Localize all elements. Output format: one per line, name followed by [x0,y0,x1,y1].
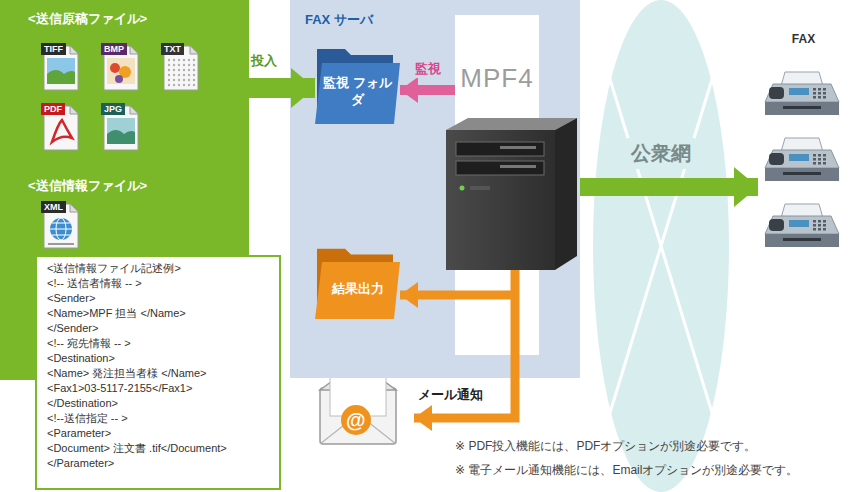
fax-machine-icon [765,138,839,181]
mpf4-column-text: MPF4 [459,63,535,94]
code-example-box-text: <Parameter> [47,426,269,441]
note-text: ※ PDF投入機能には、PDFオプションが別途必要です。 [455,438,756,455]
result-arrow-stem [414,268,515,418]
code-example-box-text: <Fax1>03-5117-2155</Fax1> [47,381,269,396]
flow-arrow [400,291,455,300]
code-example-box-text: </Sender> [47,321,269,336]
code-example-box-text: </Destination> [47,396,269,411]
file-icon-text: TXT [161,43,184,55]
fax-machines: FAX [758,28,849,268]
file-icon-text: JPG [101,103,125,115]
mail-notify-label: メール通知 [418,386,483,404]
result-folder-text: 結果出力 [332,280,384,298]
flow-arrow [249,78,315,98]
email-at-symbol: @ [346,409,366,432]
flow-arrow [400,85,455,95]
code-example-box-text: <!-- 宛先情報 -- > [47,336,269,351]
server-tower [446,118,577,270]
fax-machine-icon [765,204,839,247]
file-icon: XML [38,196,84,250]
code-example-box-text: <!-- 送信者情報 -- > [47,276,269,291]
file-icon: TXT [158,38,204,92]
fax-server-panel-text: FAX サーバ [305,11,373,29]
file-icon: BMP [98,38,144,92]
input-panel-text: <送信原稿ファイル> [28,10,239,28]
code-example-box-text: <Name> 発注担当者様 </Name> [47,366,269,381]
file-icon-text: XML [41,201,66,213]
flow-arrow [580,178,758,196]
result-folder: 結果出力 [315,245,400,320]
public-network: 公衆網 [592,0,730,492]
watch-folder: 監視 フォルダ [315,45,400,125]
watch-folder-text: 監視 フォルダ [323,74,393,108]
code-example-box-text: <Document> 注文書 .tif</Document> [47,441,269,456]
file-icon: PDF [38,98,84,152]
public-network-shape [592,0,730,492]
file-icon: TIFF [38,38,84,92]
input-panel-text: <送信情報ファイル> [28,177,239,195]
code-example-box-text: <送信情報ファイル記述例> [47,261,269,276]
note-text: ※ 電子メール通知機能には、Emailオプションが別途必要です。 [455,462,798,479]
file-icon-text: BMP [101,43,127,55]
file-icon: JPG [98,98,144,152]
file-icon-text: PDF [41,103,65,115]
code-example-box: <送信情報ファイル記述例><!-- 送信者情報 -- ><Sender><Nam… [35,255,281,490]
edge-label: 監視 [413,60,443,78]
fax-machine-icon [765,72,839,115]
edge-label: 投入 [249,52,279,70]
code-example-box-text: <Sender> [47,291,269,306]
code-example-box-text: <Destination> [47,351,269,366]
code-example-box-text: </Parameter> [47,456,269,471]
fax-machines-text: FAX [758,32,849,46]
fax-machines-shape [758,28,849,268]
code-example-box-text: <Name>MPF 担当 </Name> [47,306,269,321]
file-icon-text: TIFF [41,43,66,55]
code-example-box-text: <!--送信指定 -- > [47,411,269,426]
public-network-text: 公衆網 [627,138,695,169]
